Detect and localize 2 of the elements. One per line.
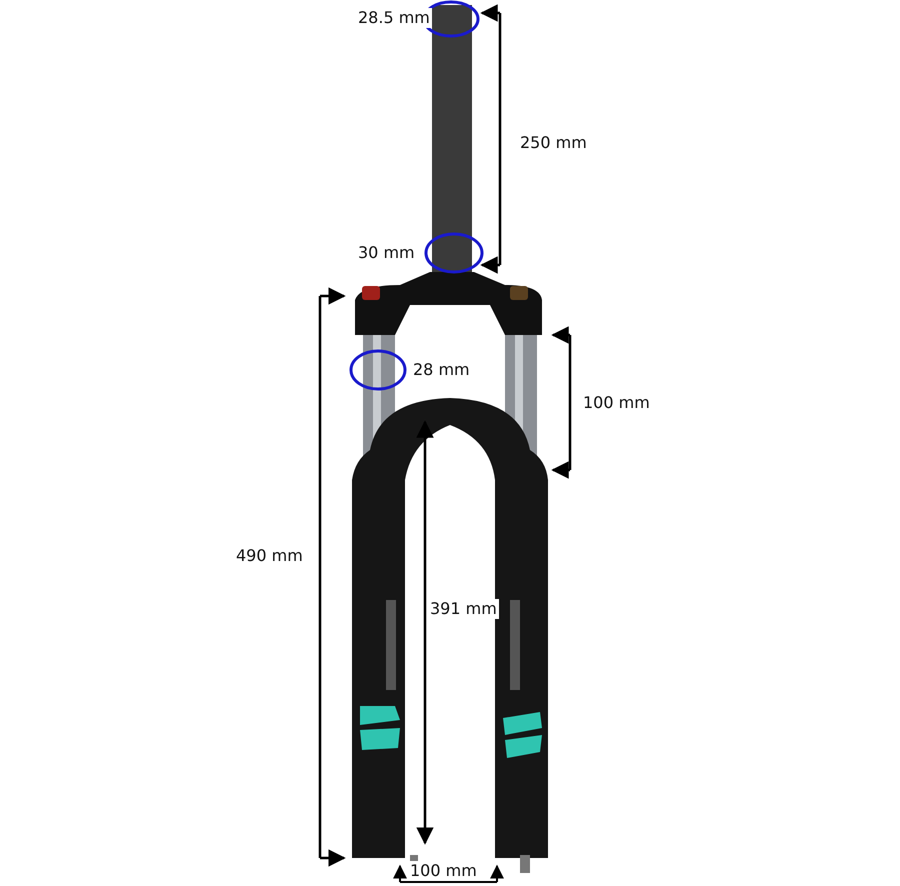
dimension-label: 391 mm: [428, 599, 499, 619]
dimension-label: 28.5 mm: [356, 8, 432, 28]
